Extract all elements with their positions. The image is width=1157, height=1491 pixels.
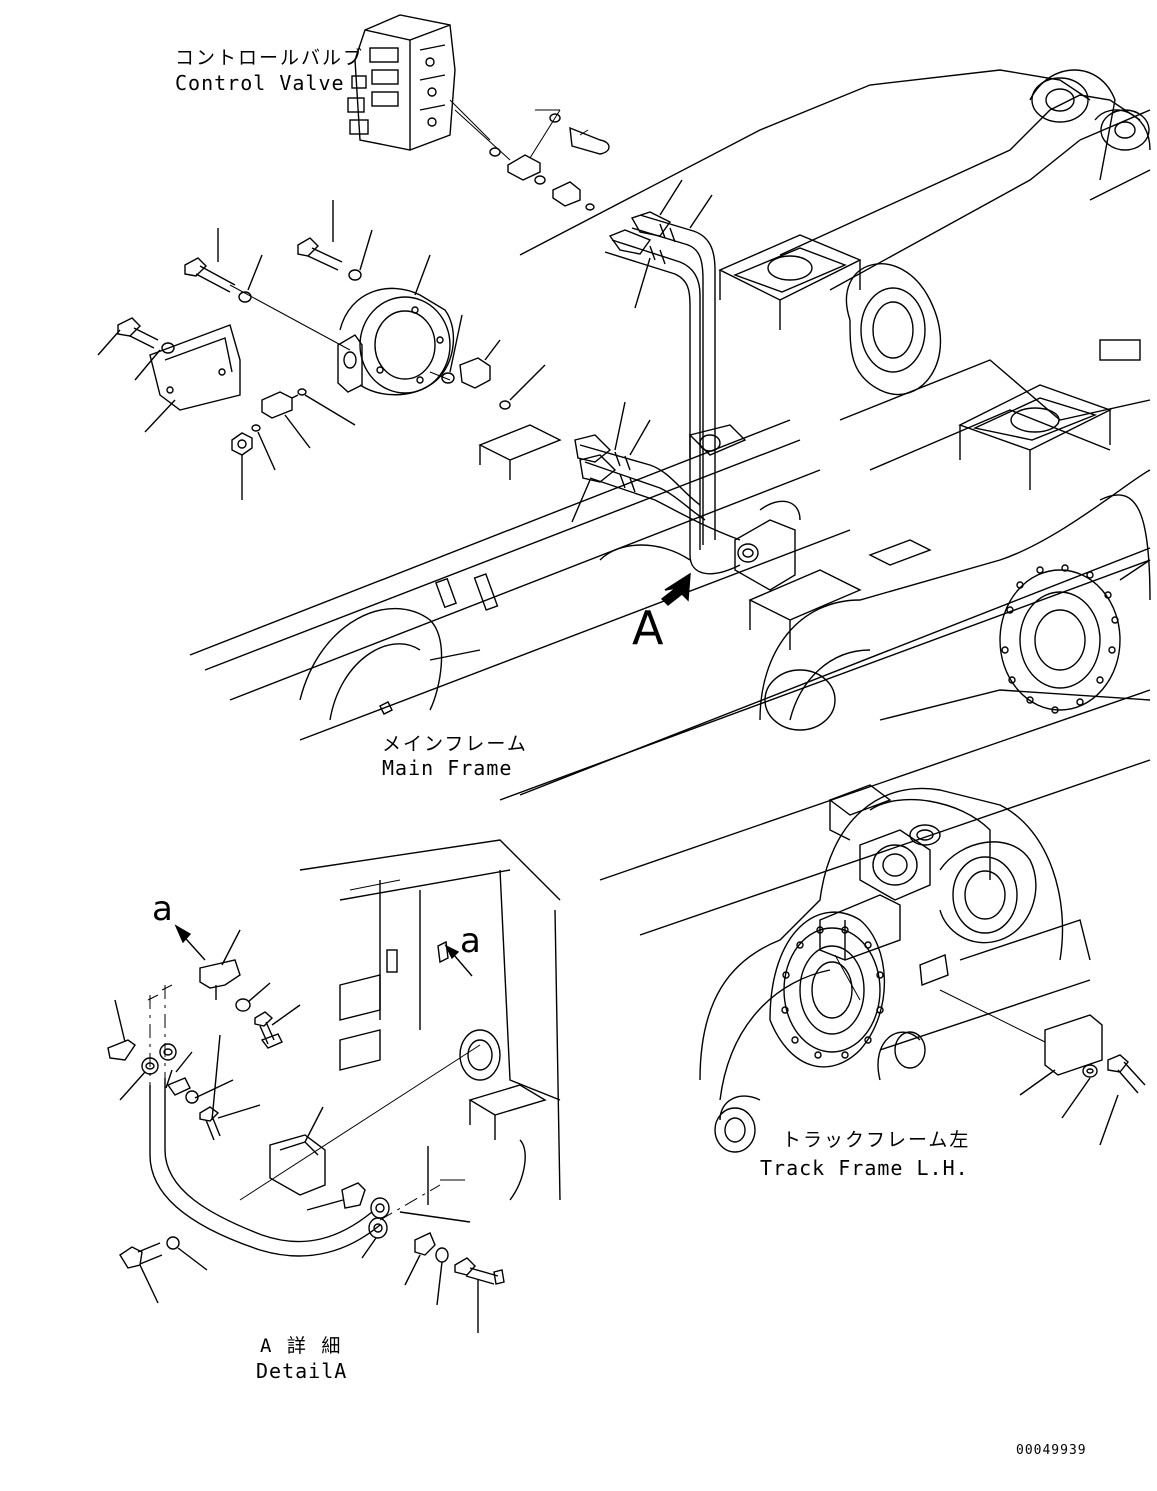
control-valve-label-jp: コントロールバルブ — [175, 47, 365, 69]
control-valve-drawing — [347, 14, 511, 161]
detail-A-drawing — [107, 839, 561, 1333]
view-arrow-A — [660, 572, 691, 606]
valve-fittings — [489, 109, 610, 211]
detail-label-jp: A 詳 細 — [260, 1335, 343, 1357]
track-frame-label-jp: トラックフレーム左 — [782, 1129, 971, 1151]
track-frame-drawing — [699, 784, 1146, 1153]
drawing-number: 00049939 — [1016, 1443, 1087, 1458]
track-frame-label-en: Track Frame L.H. — [760, 1156, 969, 1180]
main-frame-label-jp: メインフレーム — [382, 733, 528, 755]
detail-label-en: DetailA — [256, 1359, 348, 1383]
main-frame-drawing — [189, 69, 1151, 936]
bracket-cluster — [97, 179, 713, 523]
ref-marker-a-right: a — [460, 921, 481, 961]
control-valve-label-en: Control Valve — [175, 71, 345, 95]
ref-arrow-a — [174, 924, 206, 961]
hose-assembly — [574, 211, 801, 591]
ref-marker-a-left: a — [152, 889, 173, 929]
main-frame-label-en: Main Frame — [382, 756, 513, 780]
view-marker-A: A — [632, 601, 664, 655]
